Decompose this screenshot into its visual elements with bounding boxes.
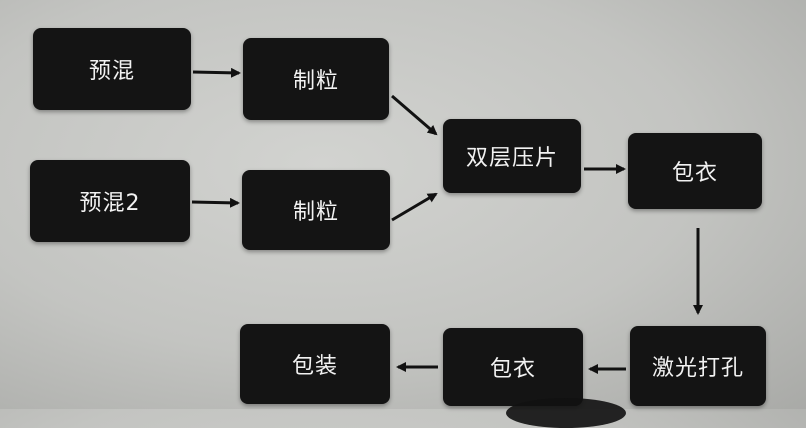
node-premix-1-label: 预混 [88, 59, 135, 84]
arrow-premix1-to-granulation1 [192, 67, 241, 78]
node-coating-2-label: 包衣 [489, 357, 536, 382]
photo-shadow [506, 398, 626, 428]
node-packaging-label: 包装 [291, 354, 338, 379]
node-granulation-2-label: 制粒 [292, 200, 339, 225]
node-premix-1: 预混 [33, 28, 191, 110]
node-granulation-2: 制粒 [242, 170, 390, 250]
node-coating-2: 包衣 [443, 328, 583, 406]
node-laser-drilling: 激光打孔 [630, 326, 766, 406]
node-bilayer-press: 双层压片 [443, 119, 581, 193]
node-granulation-1: 制粒 [243, 38, 389, 120]
flow-arrows [191, 67, 703, 374]
node-coating-1: 包衣 [628, 133, 762, 209]
arrow-granulation2-to-press [391, 192, 438, 222]
node-laser-drilling-label: 激光打孔 [651, 356, 744, 381]
node-premix-2: 预混2 [30, 160, 190, 242]
node-packaging: 包装 [240, 324, 390, 404]
arrow-premix2-to-granulation2 [191, 197, 240, 208]
node-bilayer-press-label: 双层压片 [465, 146, 558, 171]
node-coating-1-label: 包衣 [671, 161, 718, 186]
node-premix-2-label: 预混2 [79, 191, 141, 216]
arrow-granulation1-to-press [391, 94, 438, 136]
node-granulation-1-label: 制粒 [292, 69, 339, 94]
